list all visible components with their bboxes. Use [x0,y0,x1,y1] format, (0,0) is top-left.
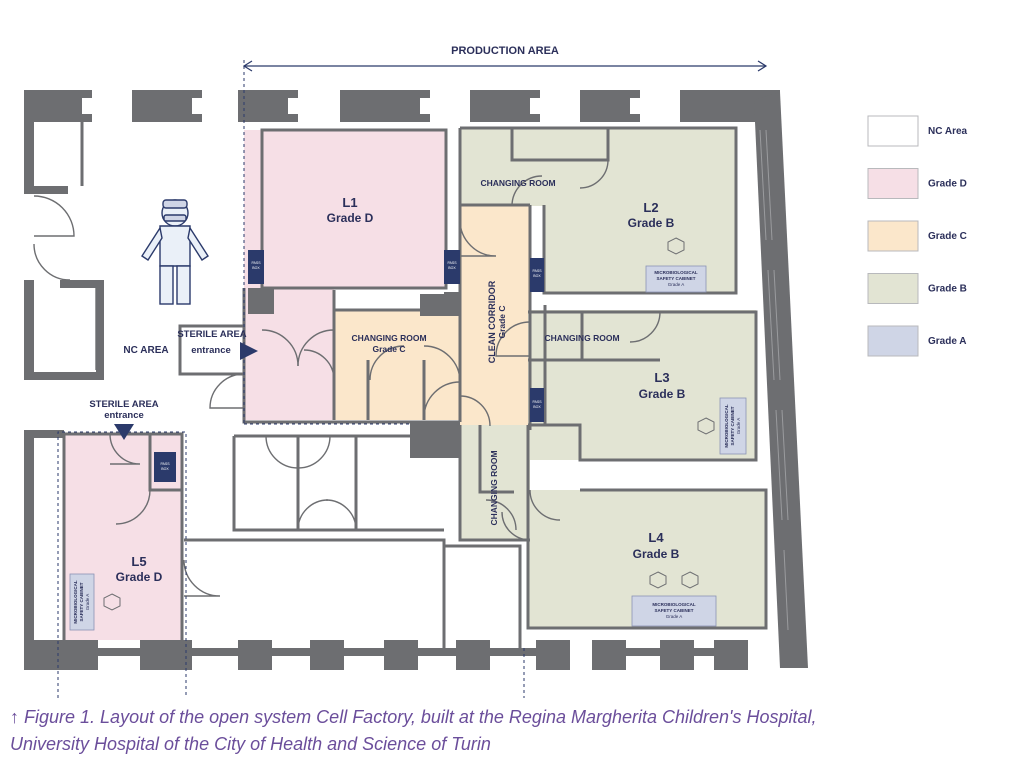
svg-text:Grade A: Grade A [85,594,90,611]
caption-line-2: University Hospital of the City of Healt… [10,734,491,754]
outer-walls [24,90,808,670]
svg-text:SAFETY CABINET: SAFETY CABINET [730,406,735,445]
room-l1-name: L1 [342,195,357,210]
changing-room-c-label: CHANGING ROOM [351,333,426,343]
svg-text:MICROBIOLOGICAL: MICROBIOLOGICAL [652,602,695,607]
safety-cabinet-l5: MICROBIOLOGICAL SAFETY CABINET Grade A [69,573,95,631]
svg-text:Grade A: Grade A [668,282,685,287]
changing-room-l2-label: CHANGING ROOM [480,178,555,188]
svg-text:PASS: PASS [251,261,261,265]
right-windows [759,129,789,631]
clean-corridor-label: CLEAN CORRIDOR [487,280,497,363]
sterile-area-2-sub: entrance [104,410,144,421]
room-l2-grade: Grade B [628,216,675,230]
pass-box-l1-right: PASS BOX [444,250,460,284]
legend-label-2: Grade C [928,231,967,242]
safety-cabinet-l4: MICROBIOLOGICAL SAFETY CABINET Grade A [631,595,717,627]
svg-text:Grade A: Grade A [666,614,683,619]
svg-text:SAFETY CABINET: SAFETY CABINET [655,608,694,613]
svg-text:SAFETY CABINET: SAFETY CABINET [79,582,84,621]
room-l3-name: L3 [654,370,669,385]
legend-label-3: Grade B [928,284,967,295]
sterile-area-1-sub: entrance [191,345,231,356]
legend-swatch-3 [867,273,919,304]
sterile-entrance-arrow-2 [114,424,134,440]
svg-text:SAFETY CABINET: SAFETY CABINET [657,276,696,281]
pass-box-l5: PASS BOX [154,452,176,482]
pass-box-l2: PASS BOX [530,258,544,292]
legend-swatch-2 [867,220,919,252]
svg-text:MICROBIOLOGICAL: MICROBIOLOGICAL [724,404,729,447]
clean-corridor-fill [460,205,530,427]
room-l1-grade: Grade D [327,211,374,225]
sterile-entrance-arrow-1 [240,342,258,360]
pass-box-l3: PASS BOX [530,388,544,422]
room-l4-name: L4 [648,530,664,545]
legend-label-1: Grade D [928,179,967,190]
changing-room-l4-fill [460,425,530,540]
room-l5-grade: Grade D [116,570,163,584]
changing-room-l2-fill [460,128,546,206]
svg-text:BOX: BOX [252,266,260,270]
changing-room-c-fill [334,310,464,420]
svg-text:PASS: PASS [160,462,170,466]
room-l4-grade: Grade B [633,547,680,561]
changing-room-l4-label: CHANGING ROOM [489,450,499,525]
sterile-area-1-title: STERILE AREA [177,329,246,340]
legend-label-0: NC Area [928,126,968,137]
room-l3-fill [528,310,756,460]
svg-text:BOX: BOX [533,405,541,409]
clean-corridor-grade: Grade C [497,305,507,338]
svg-text:BOX: BOX [161,467,169,471]
svg-text:PASS: PASS [532,269,542,273]
floor-plan: PRODUCTION AREA PASS BOX PASS BOX PASS B… [24,45,968,698]
caption-line-1: ↑ Figure 1. Layout of the open system Ce… [10,707,817,727]
legend-swatch-4 [867,325,919,357]
room-l3-grade: Grade B [639,387,686,401]
door-swings [33,159,661,597]
svg-text:Grade A: Grade A [736,418,741,435]
svg-text:PASS: PASS [532,400,542,404]
operator-icon [141,199,209,305]
operator-stool-icons [103,237,715,611]
legend-swatch-1 [867,168,919,199]
svg-text:MICROBIOLOGICAL: MICROBIOLOGICAL [654,270,697,275]
pass-box-l1-left: PASS BOX [248,250,264,284]
sterile-area-2-title: STERILE AREA [89,399,158,410]
production-area-label: PRODUCTION AREA [451,45,559,57]
nc-area-label: NC AREA [123,345,168,356]
changing-room-l3-label: CHANGING ROOM [544,333,619,343]
svg-text:BOX: BOX [533,274,541,278]
room-l5-name: L5 [131,554,146,569]
room-l2-fill [544,128,736,293]
changing-room-c-grade: Grade C [372,344,405,354]
safety-cabinet-l2: MICROBIOLOGICAL SAFETY CABINET Grade A [645,265,707,293]
room-l2-name: L2 [643,200,658,215]
figure-caption: ↑ Figure 1. Layout of the open system Ce… [10,704,1010,758]
svg-text:MICROBIOLOGICAL: MICROBIOLOGICAL [73,580,78,623]
svg-text:BOX: BOX [448,266,456,270]
production-area-marker: PRODUCTION AREA [242,45,768,72]
legend-swatch-0 [867,115,919,147]
svg-text:PASS: PASS [447,261,457,265]
safety-cabinet-l3: MICROBIOLOGICAL SAFETY CABINET Grade A [719,397,747,455]
room-l1-fill [262,130,446,288]
legend-label-4: Grade A [928,336,967,347]
